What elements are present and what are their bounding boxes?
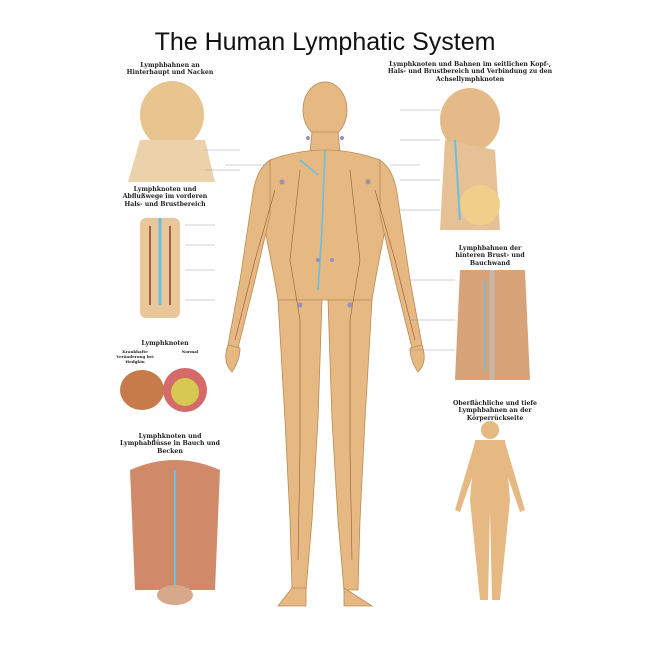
lymph-node-illustration bbox=[120, 368, 207, 412]
panel-title-neck-front: Lymphknoten und Abflußwege im vorderen H… bbox=[122, 186, 208, 208]
neck-front-illustration bbox=[140, 218, 180, 318]
panel-label-hodgkin: Krankhafte Veränderung bei Hodgkin bbox=[116, 349, 154, 364]
panel-title-trunk-back: Lymphbahnen der hinteren Brust- und Bauc… bbox=[455, 245, 525, 267]
back-body-illustration bbox=[455, 421, 525, 600]
poster-title: The Human Lymphatic System bbox=[154, 28, 496, 56]
neck-back-illustration bbox=[128, 81, 215, 182]
panel-title-back-body: Oberflächliche und tiefe Lymphbahnen an … bbox=[453, 400, 537, 422]
panel-label-normal: Normal bbox=[181, 349, 199, 354]
panel-title-head-side: Lymphknoten und Bahnen im seitlichen Kop… bbox=[387, 61, 553, 83]
panel-title-neck-back: Lymphbahnen an Hinterhaupt und Nacken bbox=[126, 62, 214, 77]
panel-title-node: Lymphknoten bbox=[141, 340, 189, 347]
trunk-back-illustration bbox=[455, 270, 530, 380]
head-side-illustration bbox=[440, 88, 500, 230]
abdomen-illustration bbox=[130, 460, 220, 605]
panel-title-abdomen: Lymphknoten und Lymphabflüsse in Bauch u… bbox=[120, 433, 220, 455]
